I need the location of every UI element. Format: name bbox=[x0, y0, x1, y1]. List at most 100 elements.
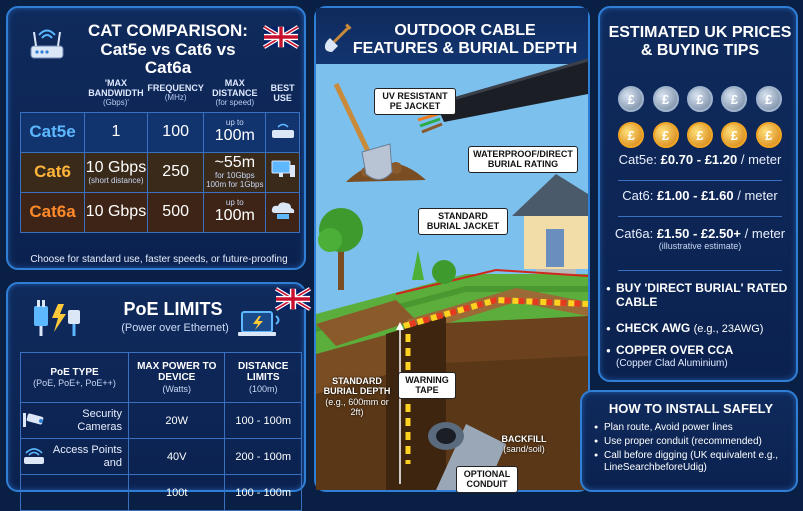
list-item: Use proper conduit (recommended) bbox=[594, 436, 796, 448]
pound-coin-icon: £ bbox=[721, 86, 748, 112]
label-warning-tape: WARNING TAPE bbox=[398, 372, 456, 399]
outdoor-cable-panel: OUTDOOR CABLE FEATURES & BURIAL DEPTH bbox=[314, 6, 590, 493]
shovel-icon bbox=[324, 23, 352, 52]
poe-limits-panel: PoE LIMITS (Power over Ethernet) PoE TYP… bbox=[6, 282, 312, 511]
uk-prices-panel: ESTIMATED UK PRICES & BUYING TIPS £ £ £ … bbox=[598, 6, 798, 382]
cat-best-use bbox=[265, 191, 300, 233]
install-title: HOW TO INSTALL SAFELY bbox=[608, 401, 774, 416]
poe-power: 40V bbox=[127, 438, 226, 475]
cat-bandwidth: 10 Gbps(short distance) bbox=[84, 151, 148, 193]
outdoor-header: OUTDOOR CABLE FEATURES & BURIAL DEPTH bbox=[316, 8, 588, 64]
cat-name: Cat6 bbox=[20, 151, 85, 193]
cat-note: Choose for standard use, faster speeds, … bbox=[30, 254, 288, 265]
poe-table-header: PoE TYPE(PoE, PoE+, PoE++) MAX POWER TO … bbox=[20, 352, 302, 403]
header-distance-limits: DISTANCE LIMITS(100m) bbox=[224, 352, 302, 403]
pound-coin-icon: £ bbox=[652, 122, 679, 148]
table-row: Access Points and 40V 200 - 100m bbox=[20, 438, 302, 475]
poe-distance: 200 - 100m bbox=[224, 438, 302, 475]
install-safely-panel: HOW TO INSTALL SAFELY Plan route, Avoid … bbox=[580, 390, 798, 492]
label-uv-jacket: UV RESISTANT PE JACKET bbox=[374, 88, 456, 115]
pound-coin-icon: £ bbox=[618, 122, 645, 148]
tip-check-awg: CHECK AWG (e.g., 23AWG) bbox=[606, 321, 794, 336]
cat-bandwidth: 1 bbox=[84, 111, 148, 153]
poe-device: Access Points and bbox=[20, 438, 129, 475]
poe-subtitle: (Power over Ethernet) bbox=[121, 322, 229, 334]
header-max-power: MAX POWER TO DEVICE(Watts) bbox=[127, 352, 226, 403]
cat-table: 'MAX BANDWIDTH(Gbps)' FREQUENCY(MHz) MAX… bbox=[20, 74, 300, 233]
laptop-icon bbox=[238, 311, 280, 336]
label-backfill: BACKFILL (sand/soil) bbox=[501, 434, 547, 455]
cat-bandwidth: 10 Gbps bbox=[84, 191, 148, 233]
price-cat6: Cat6: £1.00 - £1.60 / meter bbox=[622, 188, 778, 203]
pound-coin-icon: £ bbox=[755, 86, 782, 112]
cat-frequency: 100 bbox=[146, 111, 205, 153]
outdoor-title-line1: OUTDOOR CABLE bbox=[394, 22, 536, 39]
install-steps: Plan route, Avoid power lines Use proper… bbox=[594, 422, 796, 476]
cat-best-use bbox=[265, 111, 300, 153]
pound-coin-icon: £ bbox=[755, 122, 782, 148]
label-standard-jacket: STANDARD BURIAL JACKET bbox=[418, 208, 508, 235]
cat-title-line2: Cat5e vs Cat6 vs Cat6a bbox=[100, 39, 236, 78]
poe-device: Security Cameras bbox=[20, 402, 129, 439]
security-camera-icon bbox=[23, 412, 44, 427]
table-row: 100t 100 - 100m bbox=[20, 474, 302, 511]
poe-distance: 100 - 100m bbox=[224, 402, 302, 439]
header-best-use: BEST USE bbox=[270, 82, 295, 103]
label-burial-depth: STANDARD BURIAL DEPTH (e.g., 600mm or 2f… bbox=[323, 376, 391, 418]
table-row: Security Cameras 20W 100 - 100m bbox=[20, 402, 302, 439]
cloud-server-icon bbox=[271, 201, 294, 219]
access-point-icon bbox=[24, 447, 44, 464]
pound-coin-icon: £ bbox=[686, 122, 713, 148]
header-poe-type: PoE TYPE(PoE, PoE+, PoE++) bbox=[20, 352, 129, 403]
header-bandwidth: 'MAX BANDWIDTH(Gbps)' bbox=[88, 78, 144, 108]
label-waterproof: WATERPROOF/DIRECT BURIAL RATING bbox=[468, 146, 578, 173]
cat-frequency: 250 bbox=[146, 151, 205, 193]
list-item: Plan route, Avoid power lines bbox=[594, 422, 796, 434]
poe-distance: 100 - 100m bbox=[224, 474, 302, 511]
divider bbox=[618, 216, 782, 217]
poe-title: PoE LIMITS bbox=[123, 299, 223, 319]
divider bbox=[618, 180, 782, 181]
pound-coin-icon: £ bbox=[686, 86, 713, 112]
poe-power: 20W bbox=[127, 402, 226, 439]
tip-copper: COPPER OVER CCA (Copper Clad Aluminium) bbox=[606, 343, 794, 369]
cat-name: Cat5e bbox=[20, 111, 85, 153]
label-optional-conduit: OPTIONAL CONDUIT bbox=[456, 466, 518, 493]
bush-icon bbox=[412, 250, 456, 284]
burial-scene-illustration bbox=[316, 58, 589, 490]
pound-coin-icon: £ bbox=[721, 122, 748, 148]
divider bbox=[618, 270, 782, 271]
poe-power: 100t bbox=[127, 474, 226, 511]
outdoor-title: OUTDOOR CABLE FEATURES & BURIAL DEPTH bbox=[350, 22, 580, 57]
coins-row: £ £ £ £ £ £ £ £ £ £ bbox=[614, 86, 786, 148]
house-icon bbox=[512, 174, 588, 281]
header-distance: MAX DISTANCE(for speed) bbox=[212, 78, 258, 108]
prices-title: ESTIMATED UK PRICES & BUYING TIPS bbox=[608, 24, 792, 59]
pound-coin-icon: £ bbox=[618, 86, 645, 112]
cat-frequency: 500 bbox=[146, 191, 205, 233]
uk-flag-icon bbox=[274, 287, 312, 311]
tip-direct-burial: BUY 'DIRECT BURIAL' RATED CABLE bbox=[606, 281, 794, 310]
price-cat5e: Cat5e: £0.70 - £1.20 / meter bbox=[618, 152, 782, 167]
tree-icon bbox=[318, 208, 363, 290]
uk-flag-icon bbox=[262, 25, 300, 49]
price-cat6a: Cat6a: £1.50 - £2.50+ / meter (illustrat… bbox=[614, 226, 786, 251]
header-frequency: FREQUENCY(MHz) bbox=[147, 83, 204, 103]
header-name bbox=[21, 74, 85, 112]
cat-best-use bbox=[265, 151, 300, 193]
router-icon bbox=[271, 123, 294, 138]
poe-plug-icon bbox=[34, 300, 80, 336]
pound-coin-icon: £ bbox=[652, 86, 679, 112]
router-icon bbox=[30, 29, 64, 59]
cat-table-header: 'MAX BANDWIDTH(Gbps)' FREQUENCY(MHz) MAX… bbox=[21, 74, 300, 112]
cat-comparison-panel: CAT COMPARISON: Cat5e vs Cat6 vs Cat6a '… bbox=[6, 6, 306, 270]
outdoor-title-line2: FEATURES & BURIAL DEPTH bbox=[352, 39, 578, 57]
list-item: Call before digging (UK equivalent e.g.,… bbox=[594, 450, 796, 474]
cat-title-line1: CAT COMPARISON: bbox=[88, 21, 248, 40]
